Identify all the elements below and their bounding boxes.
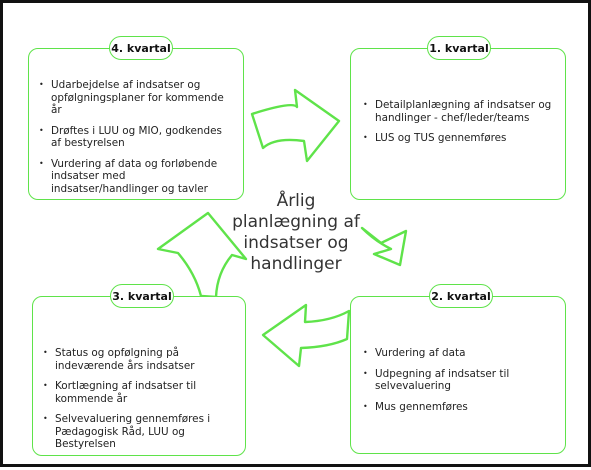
quarter-label-q4: 4. kvartal: [109, 36, 173, 60]
list-item: Status og opfølgning på indeværende års …: [43, 347, 239, 372]
center-title: Årlig planlægning af indsatser og handli…: [232, 191, 360, 274]
quarter-box-q3: Status og opfølgning på indeværende års …: [32, 296, 246, 456]
quarter-box-q1: Detailplanlægning af indsatser og handli…: [350, 48, 566, 200]
list-item: Drøftes i LUU og MIO, godkendes af besty…: [39, 125, 235, 150]
quarter-label-q3: 3. kvartal: [110, 284, 174, 308]
arrow-q4-to-q1: [250, 88, 341, 163]
list-item: Udarbejdelse af indsatser og opfølgnings…: [39, 79, 235, 117]
list-item: Mus gennemføres: [363, 401, 561, 414]
arrow-q2-to-q3: [261, 303, 351, 368]
list-item: Vurdering af data og forløbende indsatse…: [39, 158, 235, 196]
list-item: Selvevaluering gennemføres i Pædagogisk …: [43, 413, 239, 451]
arrow-q3-to-q4: [156, 211, 248, 299]
quarter-box-q2: Vurdering af data Udpegning af indsatser…: [350, 296, 566, 454]
q1-items: Detailplanlægning af indsatser og handli…: [363, 99, 559, 153]
arrow-q1-to-q2: [360, 226, 408, 267]
list-item: Detailplanlægning af indsatser og handli…: [363, 99, 559, 124]
q4-items: Udarbejdelse af indsatser og opfølgnings…: [39, 79, 235, 203]
q3-items: Status og opfølgning på indeværende års …: [43, 347, 239, 459]
cycle-arrows: [156, 88, 408, 368]
q2-items: Vurdering af data Udpegning af indsatser…: [363, 347, 561, 421]
quarter-box-q4: Udarbejdelse af indsatser og opfølgnings…: [28, 48, 244, 200]
quarter-label-q2: 2. kvartal: [429, 284, 493, 308]
list-item: Vurdering af data: [363, 347, 561, 360]
quarter-label-q1: 1. kvartal: [427, 36, 491, 60]
list-item: Udpegning af indsatser til selvevaluerin…: [363, 368, 561, 393]
list-item: LUS og TUS gennemføres: [363, 132, 559, 145]
list-item: Kortlægning af indsatser til kommende år: [43, 380, 239, 405]
